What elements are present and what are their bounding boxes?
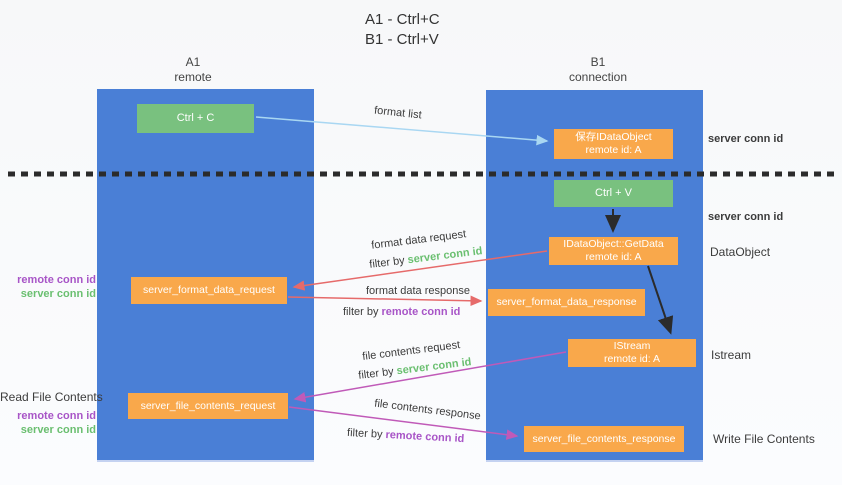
node-server-file-contents-request-label: server_file_contents_request (140, 399, 276, 412)
left-label-group-file: Read File Contents remote conn id server… (0, 390, 103, 437)
right-label-dataobject: DataObject (710, 245, 771, 259)
node-istream-line1: IStream (613, 340, 651, 352)
filter-prefix: filter by (343, 306, 379, 318)
node-server-format-data-request: server_format_data_request (131, 277, 287, 304)
arrow-format-data-response (287, 295, 483, 307)
left-label-server-conn-id-bottom: server conn id (20, 424, 96, 436)
arrow-getdata-to-istream (647, 265, 674, 335)
right-label-istream: Istream (711, 348, 752, 362)
arrow-file-contents-request (293, 351, 567, 403)
arrow-format-list (255, 116, 549, 146)
node-server-file-contents-request: server_file_contents_request (128, 393, 288, 419)
arrow-format-data-request (292, 250, 548, 291)
column-a1-subtitle: remote (174, 70, 212, 84)
node-ctrl-v-label: Ctrl + V (595, 187, 632, 199)
node-getdata-line2: remote id: A (585, 251, 642, 263)
node-save-idataobject-line1: 保存IDataObject (575, 131, 652, 143)
left-label-server-conn-id-top: server conn id (20, 288, 96, 300)
left-label-remote-conn-id-top: remote conn id (17, 274, 96, 286)
left-label-remote-conn-id-bottom: remote conn id (17, 410, 96, 422)
node-istream: IStream remote id: A (568, 339, 696, 367)
node-ctrl-v: Ctrl + V (554, 180, 673, 207)
arrow-file-contents-response (288, 406, 519, 440)
node-ctrl-c: Ctrl + C (137, 104, 254, 133)
node-server-format-data-response: server_format_data_response (488, 289, 645, 316)
column-a1-id: A1 (185, 55, 201, 69)
title-line-1: A1 - Ctrl+C (365, 11, 440, 28)
right-label-server-conn-id-top: server conn id (708, 133, 784, 145)
title-line-2: B1 - Ctrl+V (365, 31, 439, 48)
node-save-idataobject-line2: remote id: A (585, 144, 642, 156)
node-ctrl-c-label: Ctrl + C (176, 112, 215, 124)
node-server-file-contents-response: server_file_contents_response (524, 426, 684, 452)
column-header-b1: B1 connection (528, 55, 668, 85)
node-server-format-data-request-label: server_format_data_request (143, 284, 275, 296)
node-istream-line2: remote id: A (603, 353, 661, 365)
filter-prefix: filter by (346, 426, 383, 441)
left-label-read-file-contents: Read File Contents (0, 390, 103, 404)
right-label-server-conn-id-mid: server conn id (708, 211, 784, 223)
node-save-idataobject: 保存IDataObject remote id: A (554, 129, 673, 159)
node-server-file-contents-response-label: server_file_contents_response (532, 432, 676, 445)
right-label-write-file-contents: Write File Contents (713, 432, 815, 446)
left-label-group-format: remote conn id server conn id (0, 273, 96, 301)
filter-value-remote-conn-id: remote conn id (381, 306, 461, 318)
node-server-format-data-response-label: server_format_data_response (496, 296, 637, 308)
node-getdata-line1: IDataObject::GetData (563, 238, 664, 250)
diagram-title: A1 - Ctrl+C B1 - Ctrl+V (365, 10, 440, 50)
node-idataobject-getdata: IDataObject::GetData remote id: A (549, 237, 678, 265)
column-b1-subtitle: connection (568, 70, 628, 84)
column-header-a1: A1 remote (123, 55, 263, 85)
label-filter-format-response: filter by remote conn id (343, 306, 460, 318)
column-b1-id: B1 (590, 55, 606, 69)
label-format-data-response: format data response (366, 285, 470, 297)
